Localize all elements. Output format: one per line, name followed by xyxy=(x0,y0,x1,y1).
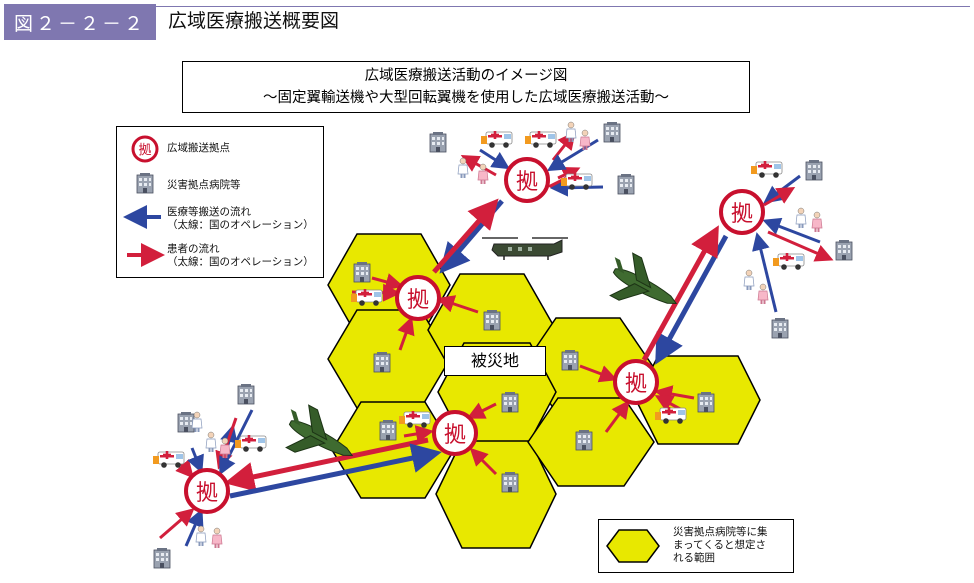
legend-hub-label: 広域搬送拠点 xyxy=(167,142,230,154)
ambulance-icon xyxy=(524,130,557,149)
disaster-area-hexagons xyxy=(327,233,761,549)
legend-patient-flow-label: 患者の流れ （太線：国のオペレーション） xyxy=(167,243,314,269)
hospital-icon xyxy=(501,471,519,493)
hub-marker: 拠 xyxy=(395,275,441,321)
legend-medical-flow-line2: （太線：国のオペレーション） xyxy=(167,219,314,231)
hospital-icon xyxy=(501,391,519,413)
legend-hospital-label: 災害拠点病院等 xyxy=(167,179,241,191)
doctor-icon xyxy=(743,269,755,291)
hospital-icon xyxy=(575,429,593,451)
hospital-icon xyxy=(561,349,579,371)
legend-symbols: 拠 xyxy=(123,135,165,267)
hospital-icon xyxy=(153,547,171,569)
hub-marker: 拠 xyxy=(504,157,550,203)
ambulance-icon xyxy=(750,160,783,179)
svg-text:拠: 拠 xyxy=(731,202,753,227)
hex-legend-icon xyxy=(606,529,660,563)
diagram-title: 広域医療搬送活動のイメージ図 xyxy=(364,68,568,84)
svg-text:拠: 拠 xyxy=(625,372,647,397)
area-legend: 災害拠点病院等に集 まってくると想定さ れる範囲 xyxy=(598,519,794,573)
hospital-icon xyxy=(617,173,635,195)
svg-text:拠: 拠 xyxy=(407,288,429,313)
area-legend-line2: まってくると想定さ xyxy=(673,539,767,551)
ambulance-icon xyxy=(772,252,805,271)
disaster-area-label: 被災地 xyxy=(444,346,546,376)
doctor-icon xyxy=(205,431,217,453)
doctor-icon xyxy=(795,207,807,229)
hospital-icon xyxy=(379,419,397,441)
ambulance-icon xyxy=(152,450,185,469)
doctor-icon xyxy=(195,525,207,547)
hospital-icon xyxy=(603,121,621,143)
legend-medical-flow-line1: 医療等搬送の流れ xyxy=(167,206,251,218)
national-operation-flows xyxy=(224,198,729,499)
nurse-icon xyxy=(211,527,223,549)
svg-text:拠: 拠 xyxy=(516,170,538,195)
hub-marker: 拠 xyxy=(719,189,765,235)
legend-medical-flow-label: 医療等搬送の流れ （太線：国のオペレーション） xyxy=(167,206,314,232)
figure-title: 広域医療搬送概要図 xyxy=(168,10,340,32)
ambulance-icon xyxy=(480,130,513,149)
hub-markers: 拠 拠 拠 拠 拠 拠 xyxy=(184,157,765,514)
diagram-subtitle: ～固定翼輸送機や大型回転翼機を使用した広域医療搬送活動～ xyxy=(263,90,669,106)
transport-plane-icon xyxy=(285,404,354,456)
hub-marker: 拠 xyxy=(184,468,230,514)
header-rule xyxy=(156,6,970,7)
hospital-icon xyxy=(353,261,371,283)
hospital-icon xyxy=(237,383,255,405)
hospital-icon xyxy=(697,391,715,413)
area-legend-symbol xyxy=(606,529,660,563)
nurse-icon xyxy=(757,283,769,305)
svg-text:拠: 拠 xyxy=(444,423,466,448)
hospital-icon xyxy=(373,351,391,373)
hospital-icon xyxy=(483,309,501,331)
figure-number: 図２－２－２ xyxy=(4,4,156,40)
hospital-icon xyxy=(177,411,195,433)
diagram-title-box: 広域医療搬送活動のイメージ図 ～固定翼輸送機や大型回転翼機を使用した広域医療搬送… xyxy=(182,61,750,113)
legend: 拠 広域搬送拠点 災害拠点病院等 医療等搬送の流れ （太線：国のオペレーション）… xyxy=(116,126,324,278)
ambulance-icon xyxy=(234,434,267,453)
legend-patient-flow-line2: （太線：国のオペレーション） xyxy=(167,256,314,268)
svg-text:拠: 拠 xyxy=(196,481,218,506)
legend-patient-flow-line1: 患者の流れ xyxy=(167,243,220,255)
transport-plane-icon xyxy=(609,252,678,304)
hospital-icon xyxy=(771,317,789,339)
svg-text:拠: 拠 xyxy=(138,143,151,158)
hub-legend-icon: 拠 xyxy=(131,135,159,163)
hub-marker: 拠 xyxy=(432,410,478,456)
hex xyxy=(331,401,455,499)
doctor-icon xyxy=(457,157,469,179)
hospital-legend-icon xyxy=(136,172,154,194)
helicopter-icon xyxy=(482,237,568,260)
area-legend-line3: れる範囲 xyxy=(673,552,715,564)
hospital-icon xyxy=(835,239,853,261)
hub-marker: 拠 xyxy=(613,359,659,405)
area-legend-label: 災害拠点病院等に集 まってくると想定さ れる範囲 xyxy=(673,526,791,565)
nurse-icon xyxy=(811,211,823,233)
hospital-icon xyxy=(429,131,447,153)
area-legend-line1: 災害拠点病院等に集 xyxy=(673,526,768,538)
hospital-icon xyxy=(805,159,823,181)
